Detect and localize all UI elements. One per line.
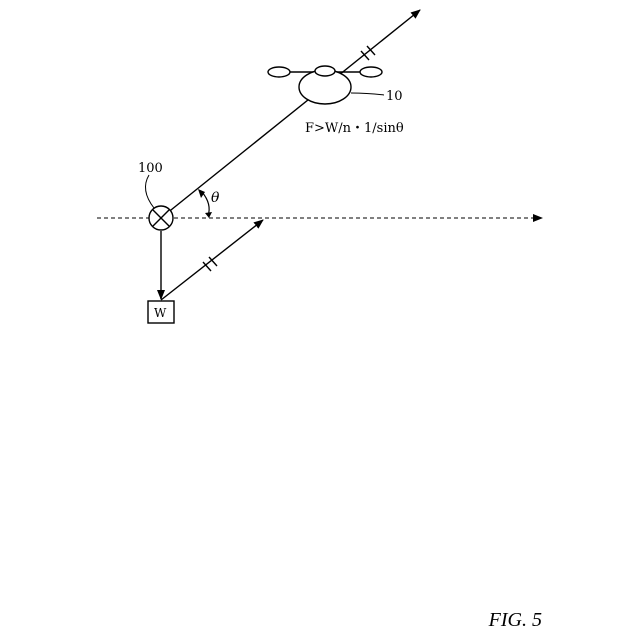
angle-label: θ bbox=[211, 190, 220, 206]
drone-leader-line bbox=[351, 93, 384, 95]
horizontal-arrowhead bbox=[533, 214, 543, 222]
drone-icon bbox=[268, 66, 382, 104]
angle-arc bbox=[202, 192, 209, 216]
weight-label: W bbox=[154, 306, 167, 320]
node-cross-circle-icon bbox=[149, 206, 173, 230]
figure-caption: FIG. 5 bbox=[489, 609, 542, 632]
tension-line bbox=[161, 10, 420, 218]
angle-arrow-lower bbox=[205, 212, 212, 218]
node-leader-line bbox=[145, 175, 154, 208]
thrust-formula: F>W/n・1/sinθ bbox=[305, 121, 404, 136]
parallel-mark-lower bbox=[203, 257, 217, 271]
angle-arrow-upper bbox=[198, 189, 205, 198]
node-ref-label: 100 bbox=[138, 161, 163, 176]
drone-ref-label: 10 bbox=[386, 89, 403, 104]
